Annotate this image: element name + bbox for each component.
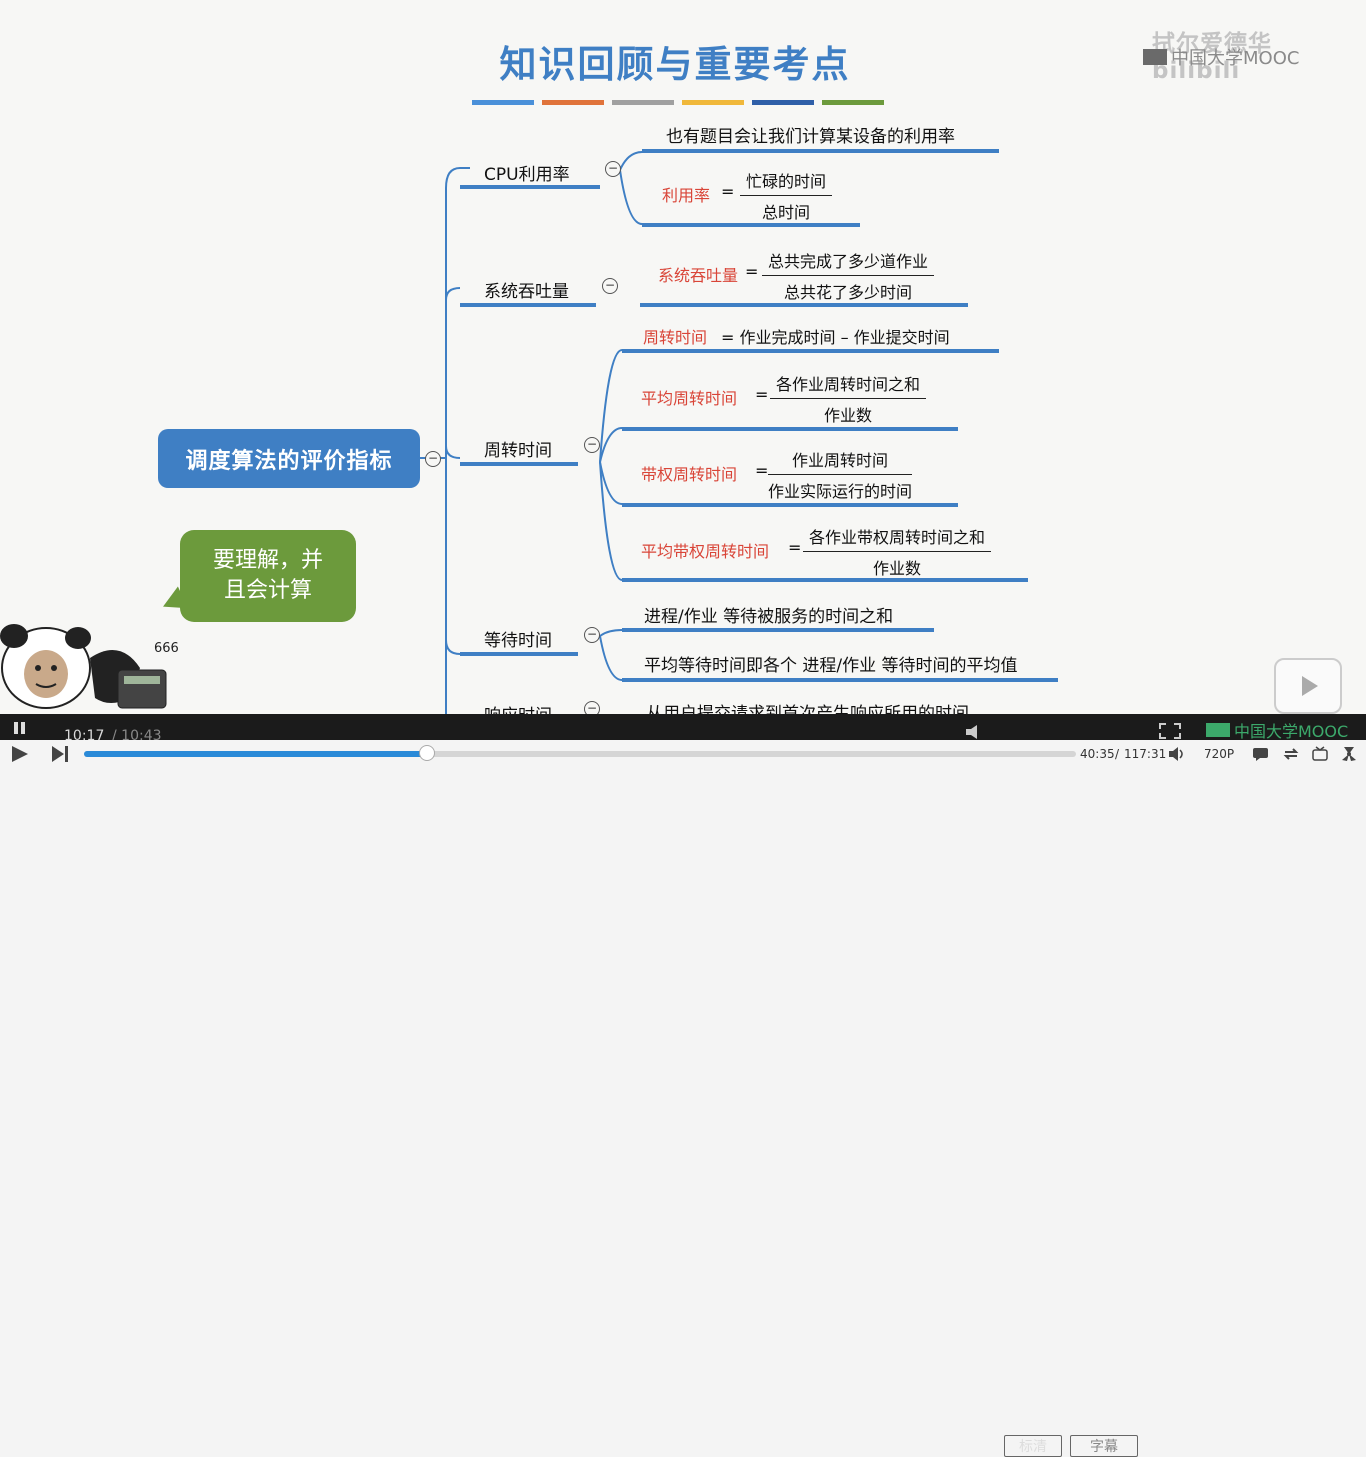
- speech-bubble: 要理解，并且会计算: [180, 530, 356, 622]
- turnaround-l1-formula: = 作业完成时间 – 作业提交时间: [721, 328, 950, 347]
- mooc-logo-icon: [1143, 49, 1167, 65]
- overlay-play-button[interactable]: [1274, 658, 1342, 714]
- waiting-collapse-icon[interactable]: −: [584, 627, 600, 643]
- cpu-leaf2-underline: [642, 223, 860, 227]
- inner-subtitle-button[interactable]: 字幕: [1070, 1435, 1138, 1457]
- turnaround-l4-eq: =: [788, 538, 802, 557]
- node-throughput-underline: [460, 303, 596, 307]
- underline-3: [612, 100, 674, 105]
- turnaround-l4-fraction: 各作业带权周转时间之和 作业数: [803, 524, 992, 579]
- turnaround-l2-underline: [622, 427, 958, 431]
- turnaround-l2-fraction: 各作业周转时间之和 作业数: [770, 371, 927, 426]
- volume-icon[interactable]: [1168, 746, 1186, 762]
- slide-title: 知识回顾与重要考点: [499, 43, 851, 86]
- throughput-formula-fraction: 总共完成了多少道作业 总共花了多少时间: [762, 248, 935, 303]
- turnaround-l3-label: 带权周转时间: [641, 465, 738, 484]
- cpu-numerator: 忙碌的时间: [740, 168, 833, 196]
- meme-666-text: 666: [154, 641, 179, 656]
- turnaround-l1-underline: [622, 349, 999, 353]
- waiting-leaf-sum: 进程/作业 等待被服务的时间之和: [644, 607, 894, 627]
- turnaround-l3-denominator: 作业实际运行的时间: [768, 482, 913, 501]
- root-collapse-icon[interactable]: −: [425, 451, 441, 467]
- cpu-formula-eq: =: [721, 182, 735, 201]
- cpu-collapse-icon[interactable]: −: [605, 161, 621, 177]
- comment-icon[interactable]: [1252, 746, 1270, 762]
- turnaround-l2-label: 平均周转时间: [641, 389, 738, 408]
- response-collapse-icon[interactable]: −: [584, 701, 600, 714]
- node-cpu-underline: [460, 185, 600, 189]
- waiting-leaf-average: 平均等待时间即各个 进程/作业 等待时间的平均值: [644, 656, 1018, 676]
- inner-brand: 中国大学MOOC: [1206, 720, 1366, 741]
- turnaround-l3-eq: =: [755, 461, 769, 480]
- turnaround-l4-label: 平均带权周转时间: [641, 542, 770, 561]
- time-total: 117:31: [1124, 747, 1167, 761]
- throughput-collapse-icon[interactable]: −: [602, 278, 618, 294]
- turnaround-l1-label: 周转时间: [643, 328, 708, 347]
- brand-logo-icon: [1206, 723, 1230, 737]
- progress-fill: [84, 751, 427, 757]
- cpu-denominator: 总时间: [762, 203, 811, 222]
- video-frame[interactable]: 知识回顾与重要考点 拭尔爱德华 bilibili 中国大学MOOC 调度算法: [0, 0, 1366, 714]
- node-turnaround[interactable]: 周转时间: [484, 441, 552, 461]
- progress-track[interactable]: [84, 751, 1076, 757]
- inner-fullscreen-icon[interactable]: [1158, 722, 1182, 740]
- turnaround-collapse-icon[interactable]: −: [584, 437, 600, 453]
- throughput-formula-eq: =: [745, 262, 759, 281]
- underline-1: [472, 100, 534, 105]
- waiting-leaf2-underline: [622, 678, 1058, 682]
- turnaround-l4-denominator: 作业数: [873, 559, 922, 578]
- cpu-leaf1-underline: [642, 149, 999, 153]
- next-button-icon[interactable]: [50, 744, 72, 764]
- turnaround-l4-underline: [622, 578, 1028, 582]
- root-node[interactable]: 调度算法的评价指标: [158, 429, 420, 488]
- tv-icon[interactable]: [1311, 745, 1329, 762]
- throughput-numerator: 总共完成了多少道作业: [762, 248, 935, 276]
- time-separator: /: [1115, 747, 1120, 761]
- turnaround-l3-underline: [622, 503, 958, 507]
- node-waiting-underline: [460, 652, 578, 656]
- throughput-leaf-underline: [640, 303, 968, 307]
- cpu-formula-label: 利用率: [662, 186, 711, 205]
- throughput-denominator: 总共花了多少时间: [784, 283, 913, 302]
- play-icon: [1302, 676, 1318, 696]
- cpu-formula-fraction: 忙碌的时间 总时间: [740, 168, 833, 223]
- inner-pause-icon[interactable]: [12, 720, 28, 736]
- inner-player-controls: 10:17 / 10:43 标清 字幕 中国大学MOOC: [0, 714, 1366, 1457]
- loop-icon[interactable]: [1282, 746, 1300, 762]
- title-underlines: [472, 100, 884, 105]
- node-waiting-time[interactable]: 等待时间: [484, 631, 552, 651]
- waiting-leaf1-underline: [622, 628, 934, 632]
- mooc-watermark: 中国大学MOOC: [1143, 44, 1299, 70]
- turnaround-l4-numerator: 各作业带权周转时间之和: [803, 524, 992, 552]
- node-cpu-utilization[interactable]: CPU利用率: [484, 165, 570, 185]
- play-button-icon[interactable]: [8, 744, 32, 764]
- underline-5: [752, 100, 814, 105]
- turnaround-l3-fraction: 作业周转时间 作业实际运行的时间: [768, 447, 913, 502]
- underline-2: [542, 100, 604, 105]
- turnaround-l2-numerator: 各作业周转时间之和: [770, 371, 927, 399]
- node-response-time[interactable]: 响应时间: [484, 701, 552, 714]
- turnaround-l3-numerator: 作业周转时间: [768, 447, 913, 475]
- inner-volume-icon[interactable]: [964, 724, 986, 740]
- cpu-leaf-device-util: 也有题目会让我们计算某设备的利用率: [666, 127, 955, 147]
- node-turnaround-underline: [460, 462, 578, 466]
- time-current: 40:35: [1080, 747, 1115, 761]
- progress-handle[interactable]: [419, 745, 436, 761]
- response-leaf: 从用户提交请求到首次产生响应所用的时间: [646, 704, 969, 714]
- radiation-icon[interactable]: [1340, 745, 1358, 762]
- turnaround-l2-denominator: 作业数: [824, 406, 873, 425]
- node-throughput[interactable]: 系统吞吐量: [484, 282, 569, 302]
- underline-6: [822, 100, 884, 105]
- mindmap-connectors: [420, 151, 643, 714]
- panda-meme-icon: 666: [0, 624, 179, 709]
- inner-quality-button[interactable]: 标清: [1004, 1435, 1062, 1457]
- turnaround-l2-eq: =: [755, 385, 769, 404]
- quality-selector[interactable]: 720P: [1204, 747, 1235, 761]
- throughput-formula-label: 系统吞吐量: [658, 266, 739, 285]
- underline-4: [682, 100, 744, 105]
